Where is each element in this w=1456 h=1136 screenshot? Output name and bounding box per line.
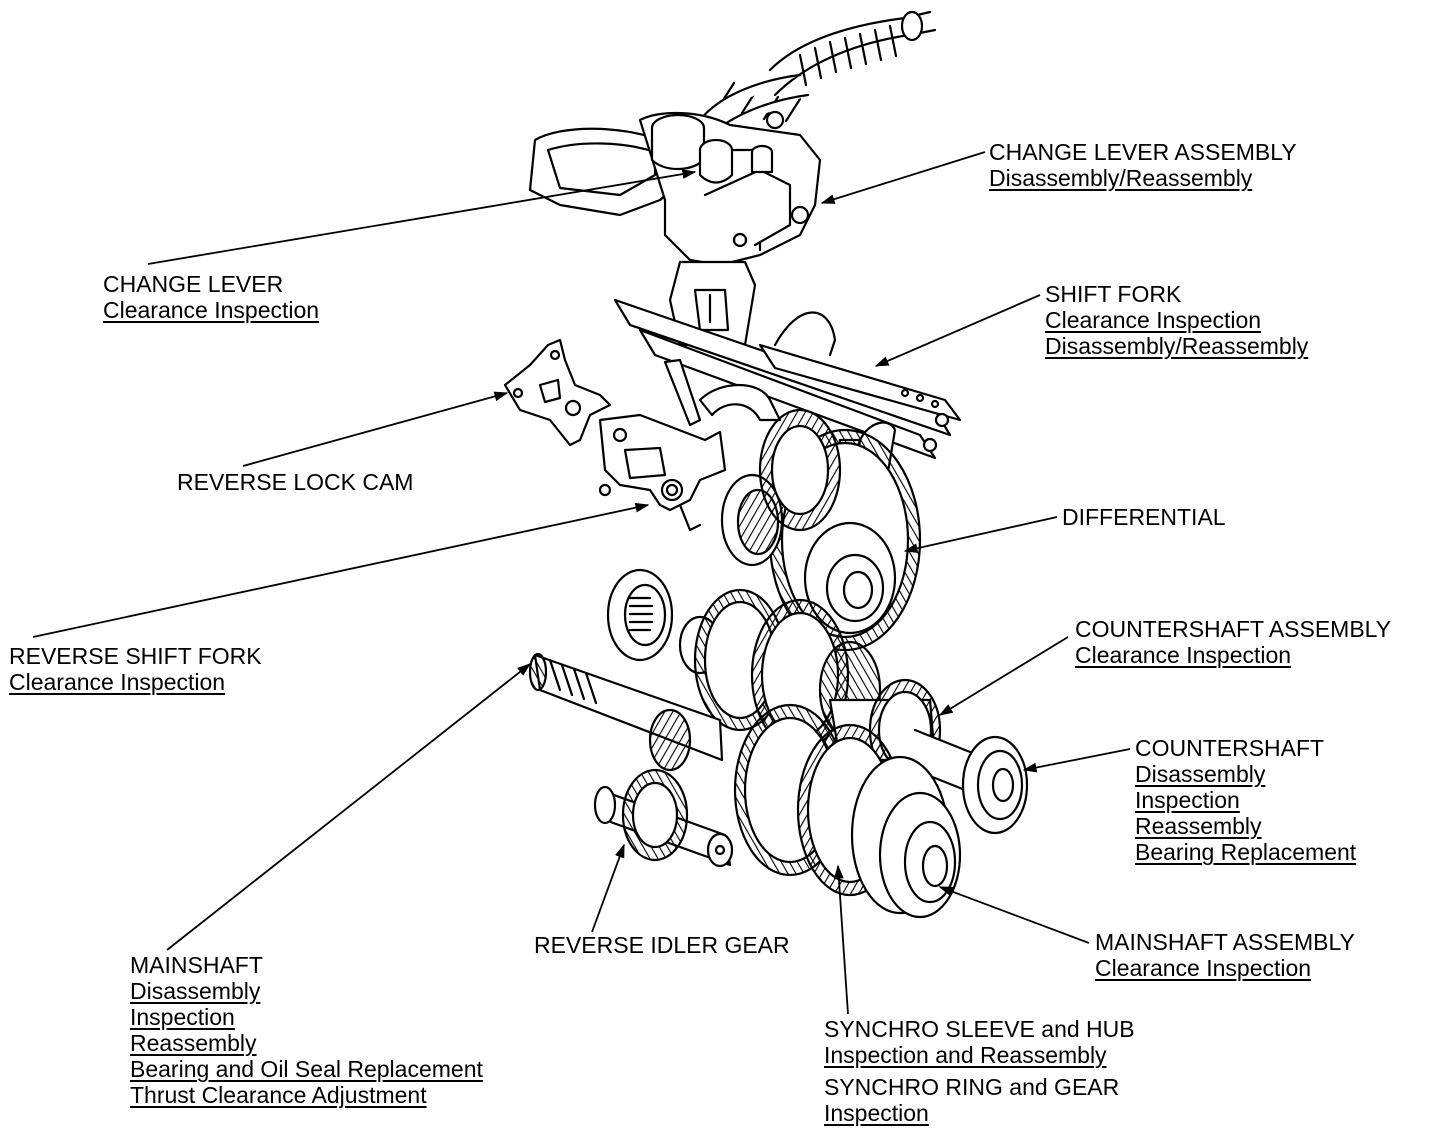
- leader-shift-fork: [874, 294, 1041, 367]
- procedure-link[interactable]: Inspection: [824, 1100, 929, 1126]
- callout-title: REVERSE IDLER GEAR: [534, 932, 790, 958]
- procedure-link[interactable]: Disassembly/Reassembly: [1045, 333, 1309, 359]
- reverse-idler-gear-part: [593, 768, 734, 868]
- procedure-link[interactable]: Reassembly: [1135, 813, 1262, 839]
- callout-title: CHANGE LEVER ASSEMBLY: [989, 139, 1297, 165]
- procedure-link[interactable]: Inspection: [1135, 787, 1240, 813]
- procedure-link[interactable]: Inspection: [130, 1004, 235, 1030]
- callout-shift-fork: SHIFT FORK Clearance Inspection Disassem…: [1045, 281, 1308, 359]
- callout-reverse-shift-fork: REVERSE SHIFT FORK Clearance Inspection: [9, 643, 262, 695]
- procedure-link[interactable]: Disassembly/Reassembly: [989, 165, 1253, 191]
- leader-reverse-idler-gear: [591, 843, 625, 933]
- procedure-link[interactable]: Disassembly: [130, 978, 261, 1004]
- procedure-link[interactable]: Clearance Inspection: [1045, 307, 1262, 333]
- change-lever-assembly-part: [528, 10, 937, 347]
- callout-title: COUNTERSHAFT ASSEMBLY: [1075, 616, 1392, 642]
- reverse-lock-cam-part: [503, 338, 612, 447]
- callout-title: DIFFERENTIAL: [1062, 504, 1226, 530]
- callout-title: COUNTERSHAFT: [1135, 735, 1325, 761]
- callout-title: SYNCHRO RING and GEAR: [824, 1074, 1120, 1100]
- callout-mainshaft-assembly: MAINSHAFT ASSEMBLY Clearance Inspection: [1095, 929, 1355, 981]
- callout-synchro: SYNCHRO SLEEVE and HUB Inspection and Re…: [824, 1016, 1135, 1126]
- differential-part: [720, 408, 922, 652]
- callout-title: SHIFT FORK: [1045, 281, 1182, 307]
- procedure-link[interactable]: Inspection and Reassembly: [824, 1042, 1107, 1068]
- callout-title: CHANGE LEVER: [103, 271, 284, 297]
- leader-countershaft-assembly: [938, 636, 1069, 716]
- leader-mainshaft-assembly: [938, 886, 1090, 944]
- callout-countershaft-assembly: COUNTERSHAFT ASSEMBLY Clearance Inspecti…: [1075, 616, 1391, 668]
- callout-title: MAINSHAFT: [130, 952, 263, 978]
- callout-reverse-idler-gear: REVERSE IDLER GEAR: [534, 932, 790, 958]
- procedure-link[interactable]: Clearance Inspection: [9, 669, 226, 695]
- leader-differential: [903, 516, 1058, 554]
- leader-mainshaft: [166, 663, 532, 951]
- procedure-link[interactable]: Clearance Inspection: [1075, 642, 1292, 668]
- leader-reverse-lock-cam: [242, 391, 509, 467]
- leader-reverse-shift-fork: [32, 502, 650, 638]
- callout-mainshaft: MAINSHAFT Disassembly Inspection Reassem…: [130, 952, 483, 1108]
- reverse-shift-fork-part: [598, 413, 727, 532]
- leader-change-lever-assembly: [820, 151, 986, 204]
- procedure-link[interactable]: Thrust Clearance Adjustment: [130, 1082, 427, 1108]
- leader-countershaft: [1022, 748, 1131, 773]
- callout-title: SYNCHRO SLEEVE and HUB: [824, 1016, 1135, 1042]
- procedure-link[interactable]: Bearing Replacement: [1135, 839, 1357, 865]
- callout-title: REVERSE SHIFT FORK: [9, 643, 262, 669]
- procedure-link[interactable]: Clearance Inspection: [1095, 955, 1312, 981]
- callout-change-lever-assembly: CHANGE LEVER ASSEMBLY Disassembly/Reasse…: [989, 139, 1297, 191]
- leader-change-lever: [147, 169, 697, 265]
- leader-lines: [32, 151, 1131, 1015]
- callout-title: MAINSHAFT ASSEMBLY: [1095, 929, 1355, 955]
- procedure-link[interactable]: Bearing and Oil Seal Replacement: [130, 1056, 483, 1082]
- callout-differential: DIFFERENTIAL: [1062, 504, 1226, 530]
- procedure-link[interactable]: Clearance Inspection: [103, 297, 320, 323]
- procedure-link[interactable]: Reassembly: [130, 1030, 257, 1056]
- leader-synchro: [833, 864, 849, 1015]
- callout-reverse-lock-cam: REVERSE LOCK CAM: [177, 469, 413, 495]
- callout-countershaft: COUNTERSHAFT Disassembly Inspection Reas…: [1135, 735, 1356, 865]
- procedure-link[interactable]: Disassembly: [1135, 761, 1266, 787]
- mainshaft-part: [528, 652, 962, 919]
- callout-change-lever: CHANGE LEVER Clearance Inspection: [103, 271, 319, 323]
- callout-title: REVERSE LOCK CAM: [177, 469, 414, 495]
